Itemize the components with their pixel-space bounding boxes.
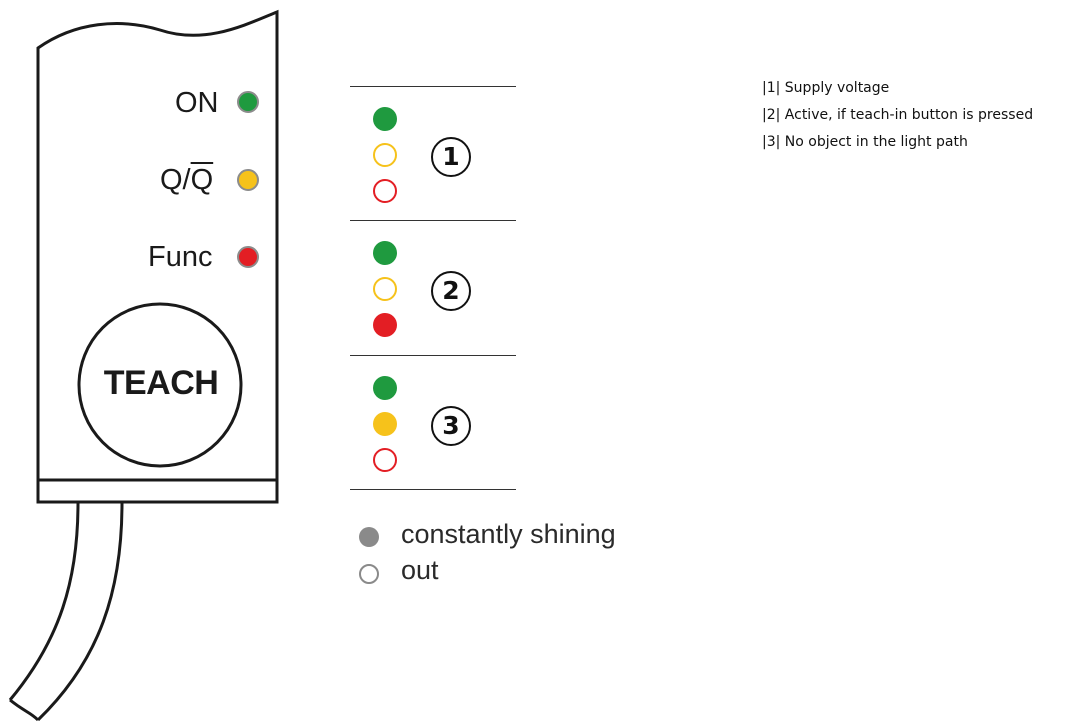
state-1-yellow-led-out (373, 143, 397, 167)
state-number-badge: 1 (431, 137, 471, 177)
legend-out-icon (359, 564, 379, 584)
led-func-indicator (237, 246, 259, 268)
led-label-func: Func (148, 241, 213, 273)
note-3: |3| No object in the light path (762, 134, 968, 150)
state-3-red-led-out (373, 448, 397, 472)
state-2-red-led-on (373, 313, 397, 337)
state-2-yellow-led-out (373, 277, 397, 301)
housing-outline (36, 9, 279, 480)
table-rule (350, 355, 516, 356)
legend-shining-icon (359, 527, 379, 547)
state-3-green-led-on (373, 376, 397, 400)
state-number-badge: 3 (431, 406, 471, 446)
state-1-red-led-out (373, 179, 397, 203)
led-label-q-bar: Q (190, 164, 214, 196)
housing-base (36, 478, 279, 504)
state-number-badge: 2 (431, 271, 471, 311)
teach-button-label: TEACH (103, 364, 219, 402)
table-rule (350, 220, 516, 221)
legend-shining-label: constantly shining (401, 519, 616, 549)
led-label-on: ON (175, 87, 219, 119)
state-2-green-led-on (373, 241, 397, 265)
legend-out-label: out (401, 555, 439, 585)
led-q-indicator (237, 169, 259, 191)
table-rule (350, 86, 516, 87)
led-label-q-text: Q/ (160, 164, 191, 196)
led-on-indicator (237, 91, 259, 113)
note-1: |1| Supply voltage (762, 80, 890, 96)
sensor-housing (8, 9, 279, 721)
note-2: |2| Active, if teach-in button is presse… (762, 107, 1034, 123)
table-rule (350, 489, 516, 490)
cable (8, 502, 124, 721)
state-1-green-led-on (373, 107, 397, 131)
state-3-yellow-led-on (373, 412, 397, 436)
led-label-q: Q/Q (160, 166, 213, 195)
cable-end (9, 698, 40, 721)
teach-button (77, 302, 243, 468)
